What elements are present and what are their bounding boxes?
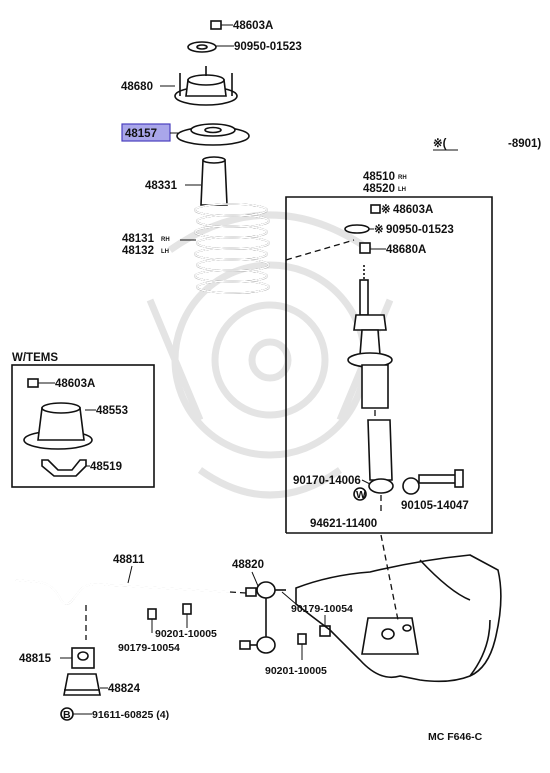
label-bolt-b: 91611-60825 (4) <box>92 709 169 721</box>
label-tems-title: W/TEMS <box>12 352 58 364</box>
shock-absorber <box>347 265 393 420</box>
spring-coil-highlight <box>196 258 270 272</box>
label-stab-bar: 48811 <box>113 554 145 566</box>
footnote-mark: ※( <box>433 137 447 150</box>
w-washer-mark: W <box>356 489 366 501</box>
label-bumper: 48331 <box>145 180 178 192</box>
label-tems-bracket: 48519 <box>90 461 122 473</box>
label-highlight[interactable]: 48157 <box>125 128 157 140</box>
bound-bumper <box>185 156 228 206</box>
label-washer-w: 94621-11400 <box>310 518 377 530</box>
stabilizer-bar-inner <box>15 579 231 605</box>
lead-link-dash <box>281 591 297 605</box>
spring-coil-highlight <box>196 214 270 228</box>
tems-nut <box>27 378 39 388</box>
spring-coil-highlight <box>194 203 268 217</box>
label-spring-b: 48132 <box>122 245 154 257</box>
link-nut-upper-icon <box>319 625 331 637</box>
label-top-nut: 48603A <box>233 20 273 32</box>
stab-nut-a-icon <box>147 608 157 620</box>
top-washer <box>187 41 234 53</box>
label-stab-bush: 48815 <box>19 653 52 665</box>
spring-insulator <box>176 123 250 146</box>
w-washer <box>353 487 367 501</box>
shock-dash-2 <box>380 534 399 621</box>
tems-bracket <box>41 459 90 477</box>
asterisk-washer: ※ <box>374 223 384 236</box>
label-stab-link: 48820 <box>232 559 264 571</box>
label-shock-b: 48520 <box>363 183 395 195</box>
label-stab-nut-b: 90179-10054 <box>118 642 180 654</box>
shock-bolt-right <box>402 469 464 495</box>
shock-lower-body <box>367 419 394 494</box>
strut-support <box>160 66 238 106</box>
label-spring-a-side: RH <box>161 237 170 243</box>
stab-dash-end <box>229 591 247 594</box>
asterisk-nut: ※ <box>381 203 391 216</box>
label-top-washer: 90950-01523 <box>234 41 302 53</box>
coil-spring <box>194 203 270 294</box>
label-tems-support: 48553 <box>96 405 128 417</box>
label-stab-bracket: 48824 <box>108 683 141 695</box>
stab-bushing <box>71 647 95 669</box>
spring-coil-highlight <box>194 247 268 261</box>
spring-coil-highlight <box>194 225 268 239</box>
tems-support <box>23 402 96 450</box>
shock-support <box>359 242 371 254</box>
stabilizer-bar-outer <box>15 579 231 605</box>
label-shock-a-side: RH <box>398 175 407 181</box>
bolt-b-mark: B <box>63 709 71 721</box>
spring-coil-highlight <box>196 236 270 250</box>
label-shock-washer: 90950-01523 <box>386 224 454 236</box>
label-shock-nut: 48603A <box>393 204 433 216</box>
footnote-date: -8901) <box>508 138 541 150</box>
label-link-nut-lower: 90201-10005 <box>265 665 327 677</box>
lead-bolt-left <box>361 479 371 485</box>
label-link-nut-upper: 90179-10054 <box>291 603 353 615</box>
spring-coil-highlight <box>196 280 270 294</box>
stab-nut-b-icon <box>182 603 192 615</box>
stab-bracket <box>63 673 101 696</box>
top-nut <box>210 20 233 30</box>
label-support: 48680 <box>121 81 153 93</box>
label-shock-b-side: LH <box>398 187 406 193</box>
lower-control-arm <box>295 554 502 683</box>
shock-washer <box>344 224 370 234</box>
lead-stab-link <box>251 571 259 587</box>
label-stab-nut-a: 90201-10005 <box>155 628 217 640</box>
link-nut-lower-icon <box>297 633 307 645</box>
label-tems-nut: 48603A <box>55 378 95 390</box>
label-bolt-left: 90170-14006 <box>293 475 361 487</box>
label-shock-a: 48510 <box>363 171 395 183</box>
shock-nut <box>370 204 381 214</box>
label-shock-support: 48680A <box>386 244 426 256</box>
spring-coil-highlight <box>194 269 268 283</box>
tems-box <box>11 364 155 488</box>
stabilizer-link <box>239 581 286 654</box>
diagram-code: MC F646-C <box>428 731 483 743</box>
label-bolt-right: 90105-14047 <box>401 500 469 512</box>
shock-kit-box <box>285 196 493 534</box>
strut-link-dash <box>285 239 355 261</box>
lead-stab-bar <box>127 565 133 584</box>
label-spring-a: 48131 <box>122 233 155 245</box>
label-spring-b-side: LH <box>161 249 169 255</box>
